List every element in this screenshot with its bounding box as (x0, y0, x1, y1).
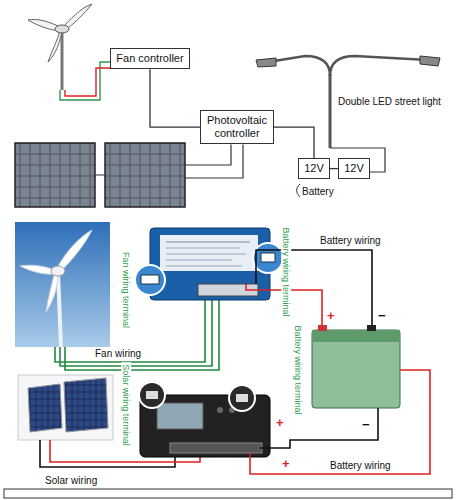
street-light (329, 74, 332, 148)
solar-panels (15, 143, 95, 207)
pv-charge-controller (260, 408, 378, 448)
wire-connector (150, 69, 200, 127)
pv-charge-controller (157, 403, 203, 429)
wind-turbine (55, 25, 69, 33)
wind-turbine (28, 4, 110, 100)
wind-controller (141, 275, 159, 284)
solar-panel-photo (28, 384, 62, 432)
wind-controller (166, 254, 246, 255)
wind-turbine-photo (46, 271, 58, 312)
wind-turbine (61, 30, 64, 90)
battery-cell: 12V (298, 158, 330, 179)
wiring-label: Battery (302, 186, 334, 198)
solar-panels (95, 175, 105, 176)
pv-charge-controller (170, 443, 262, 453)
pv-charge-controller (139, 382, 165, 408)
node-text: 12V (344, 162, 364, 175)
battery-cell: 12V (338, 158, 370, 179)
wiring-label: Battery wiring (320, 235, 381, 247)
wind-controller (253, 243, 283, 273)
wiring-label: Battery wiring (330, 460, 391, 472)
terminal-label: Battery wiring terminal (281, 225, 291, 318)
pv-charge-controller (146, 391, 158, 399)
solar-panel-photo (64, 378, 108, 432)
wind-controller (261, 253, 275, 262)
node-text: Fan controller (116, 52, 184, 65)
wind-turbine-photo (58, 272, 61, 347)
terminal-label: Solar wiring terminal (121, 362, 131, 448)
wind-controller (166, 260, 232, 261)
panel-wire (185, 144, 243, 178)
street-light (256, 58, 276, 67)
wiring-label: Solar wiring (45, 475, 97, 487)
wind-turbine-photo (20, 265, 56, 274)
wind-controller (166, 266, 242, 267)
wind-turbine (65, 68, 110, 96)
controller-box: Photovoltaic controller (200, 110, 274, 144)
street-light (297, 184, 301, 197)
frame-box (4, 489, 452, 498)
terminal-label: Battery wiring terminal (293, 323, 303, 416)
polarity-mark: + (276, 416, 284, 431)
wind-turbine (60, 62, 110, 100)
wire-connector (274, 127, 314, 158)
wind-controller (135, 265, 165, 295)
wind-turbine-photo (65, 300, 219, 370)
street-light (330, 56, 428, 76)
wind-turbine-photo (60, 300, 212, 366)
wiring-label: Fan wiring (95, 348, 141, 360)
wind-turbine (48, 30, 62, 62)
pv-charge-controller (250, 370, 430, 474)
battery (312, 330, 400, 342)
battery (312, 325, 400, 408)
wire-connector (330, 168, 338, 169)
battery (312, 330, 400, 408)
controller-box: Fan controller (110, 48, 190, 69)
solar-panel-photo (18, 375, 113, 440)
panel-wire (185, 144, 231, 165)
wind-turbine-photo (57, 230, 92, 272)
pv-charge-controller (217, 407, 223, 413)
polarity-mark: + (282, 457, 290, 472)
polarity-mark: + (327, 309, 335, 324)
node-text: Photovoltaic controller (206, 114, 268, 140)
wiring-label: Double LED street light (338, 96, 441, 108)
node-text: 12V (304, 162, 324, 175)
pv-charge-controller (229, 385, 255, 411)
street-light (256, 56, 440, 197)
street-light (420, 56, 440, 66)
polarity-mark: − (378, 309, 386, 324)
wind-controller (160, 235, 258, 271)
wind-turbine-photo (15, 222, 110, 347)
solar-panels (15, 143, 185, 207)
terminal-label: Fan wiring terminal (121, 250, 131, 330)
wind-controller (166, 248, 240, 249)
wind-controller (166, 242, 250, 243)
solar-panels (105, 143, 185, 207)
battery (318, 325, 327, 331)
polarity-mark: − (362, 418, 370, 433)
pv-charge-controller (236, 394, 248, 402)
wind-controller (252, 276, 360, 290)
street-light (268, 56, 330, 76)
pv-charge-controller (139, 370, 430, 474)
wind-turbine-photo (51, 266, 65, 276)
battery (367, 325, 376, 331)
